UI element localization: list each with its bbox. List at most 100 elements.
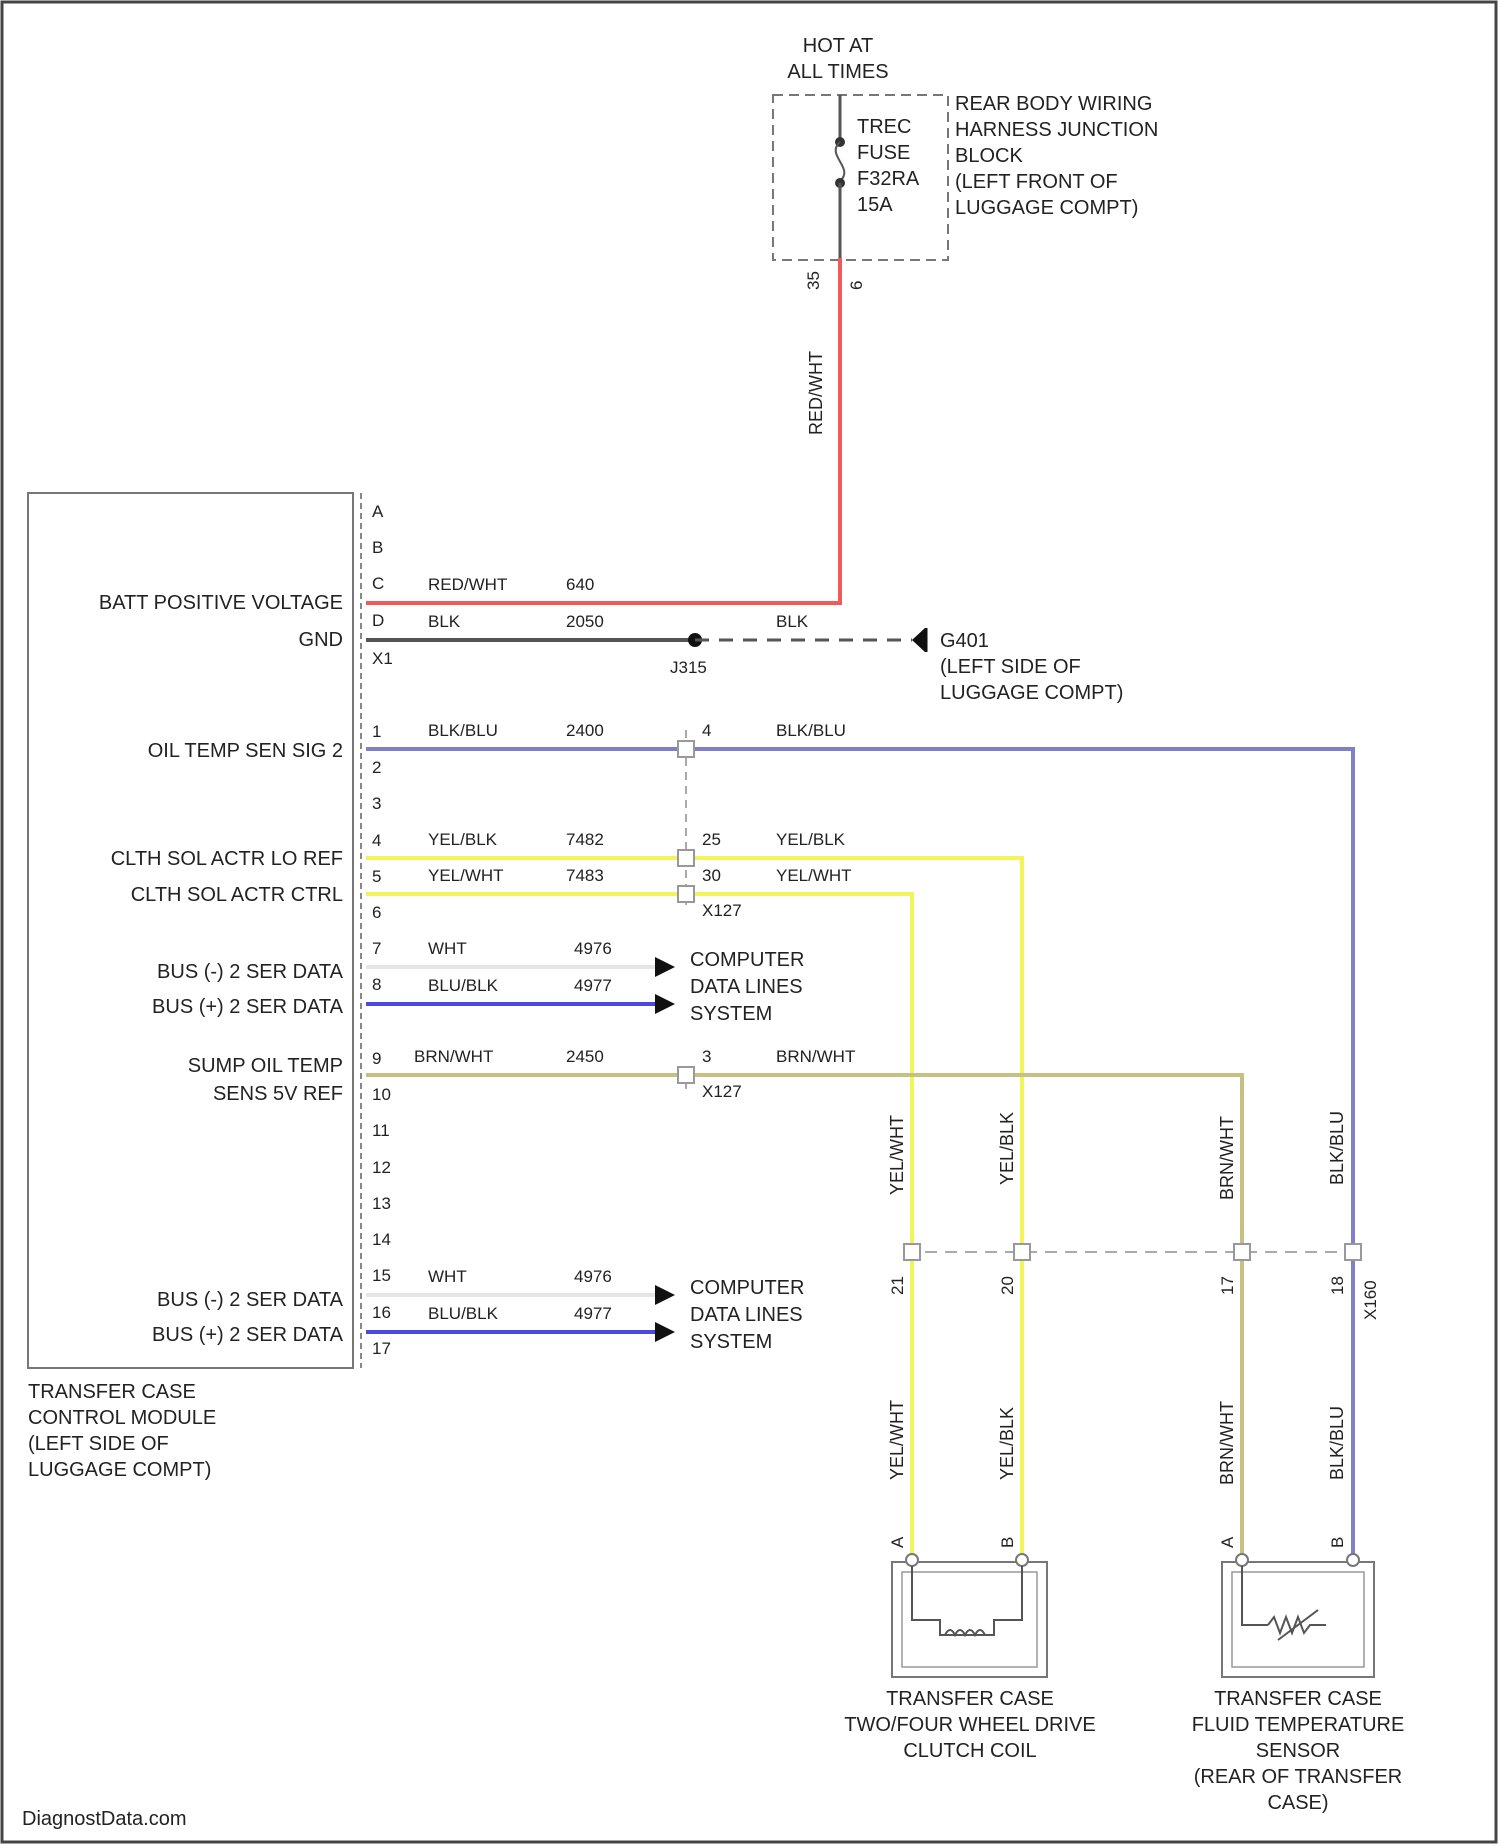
wire-16-color: BLU/BLK <box>428 1304 499 1323</box>
sensor-name-5: CASE) <box>1267 1792 1328 1814</box>
pin-14: 14 <box>372 1230 391 1249</box>
cdl-label-1-line3: SYSTEM <box>690 1003 772 1025</box>
wire-c-circuit: 640 <box>566 575 594 594</box>
pin-11: 11 <box>372 1121 390 1140</box>
wire-5-circuit: 7483 <box>566 866 604 885</box>
module-name-2: CONTROL MODULE <box>28 1407 216 1429</box>
terminal-x160-17 <box>1234 1244 1250 1260</box>
label-clth-lo-ref: CLTH SOL ACTR LO REF <box>111 848 343 870</box>
x160-pin-18: 18 <box>1328 1276 1347 1295</box>
label-sens-5v-ref: SENS 5V REF <box>213 1083 343 1105</box>
b-label-1: YEL/WHT <box>887 1400 907 1480</box>
b-label-4: BLK/BLU <box>1327 1406 1347 1480</box>
fuse-block-location-2: HARNESS JUNCTION <box>955 119 1158 141</box>
fuse-rating: 15A <box>857 194 893 216</box>
wire-1-circuit: 2400 <box>566 721 604 740</box>
watermark: DiagnostData.com <box>22 1808 187 1830</box>
sensor-name-1: TRANSFER CASE <box>1214 1688 1382 1710</box>
b-label-2: YEL/BLK <box>997 1407 1017 1480</box>
bus1-plus-arrow <box>655 994 675 1014</box>
hot-at-label: HOT AT <box>803 35 873 57</box>
cdl-label-2-line1: COMPUTER <box>690 1277 804 1299</box>
wire-9-circuit: 2450 <box>566 1047 604 1066</box>
ground-icon <box>912 628 925 652</box>
label-batt-positive: BATT POSITIVE VOLTAGE <box>99 592 343 614</box>
wire-4-color-2: YEL/BLK <box>776 830 846 849</box>
label-bus1-minus: BUS (-) 2 SER DATA <box>157 961 344 983</box>
sensor-pin-a: A <box>1218 1536 1237 1548</box>
fuse-block-location-5: LUGGAGE COMPT) <box>955 197 1138 219</box>
terminal-x127-30 <box>678 886 694 902</box>
label-bus1-plus: BUS (+) 2 SER DATA <box>152 996 344 1018</box>
wire-c-color: RED/WHT <box>428 575 507 594</box>
wire-oil-temp-sig <box>366 749 1353 1558</box>
wire-4-pin: 25 <box>702 830 721 849</box>
terminal-x160-18 <box>1345 1244 1361 1260</box>
terminal-x127-4 <box>678 741 694 757</box>
module-name-1: TRANSFER CASE <box>28 1381 196 1403</box>
pin-1: 1 <box>372 722 381 741</box>
splice-label: J315 <box>670 658 707 677</box>
wire-1-pin: 4 <box>702 721 711 740</box>
v-label-3: BRN/WHT <box>1217 1116 1237 1200</box>
sensor-terminal-b <box>1347 1554 1359 1566</box>
wire-8-circuit: 4977 <box>574 976 612 995</box>
module-pin-numbers: 1 2 3 4 5 6 7 8 9 10 11 12 13 14 15 16 1… <box>372 722 391 1358</box>
thermistor-icon <box>1268 1610 1326 1640</box>
clutch-pin-b: B <box>998 1537 1017 1548</box>
clutch-name-3: CLUTCH COIL <box>903 1740 1036 1762</box>
wire-4-color: YEL/BLK <box>428 830 498 849</box>
cdl-label-2-line3: SYSTEM <box>690 1331 772 1353</box>
wire-5-pin: 30 <box>702 866 721 885</box>
terminal-x160-20 <box>1014 1244 1030 1260</box>
x160-pin-21: 21 <box>888 1276 907 1295</box>
wire-15-circuit: 4976 <box>574 1267 612 1286</box>
module-pin-b: B <box>372 538 383 557</box>
x160-pin-17: 17 <box>1218 1276 1237 1295</box>
x160-pin-20: 20 <box>998 1276 1017 1295</box>
terminal-x127-3 <box>678 1067 694 1083</box>
label-bus2-minus: BUS (-) 2 SER DATA <box>157 1289 344 1311</box>
fuse-block-location-3: BLOCK <box>955 145 1023 167</box>
module-name-4: LUGGAGE COMPT) <box>28 1459 211 1481</box>
wire-9-pin: 3 <box>702 1047 711 1066</box>
thermistor-leads <box>1242 1566 1268 1625</box>
pin-3: 3 <box>372 794 381 813</box>
cdl-label-1-line2: DATA LINES <box>690 976 803 998</box>
terminal-x160-21 <box>904 1244 920 1260</box>
v-label-4: BLK/BLU <box>1327 1111 1347 1185</box>
label-gnd: GND <box>299 629 343 651</box>
pin-16: 16 <box>372 1303 391 1322</box>
ground-location-1: (LEFT SIDE OF <box>940 656 1081 678</box>
cdl-label-1-line1: COMPUTER <box>690 949 804 971</box>
wire-7-circuit: 4976 <box>574 939 612 958</box>
wire-7-color: WHT <box>428 939 467 958</box>
bus1-minus-arrow <box>655 957 675 977</box>
pin-5: 5 <box>372 867 381 886</box>
pin-8: 8 <box>372 975 381 994</box>
pin-6: 6 <box>372 903 381 922</box>
wire-15-color: WHT <box>428 1267 467 1286</box>
wire-9-color: BRN/WHT <box>414 1047 493 1066</box>
module-pin-a: A <box>372 502 384 521</box>
clutch-terminal-b <box>1016 1554 1028 1566</box>
pin-13: 13 <box>372 1194 391 1213</box>
fuse-icon <box>836 142 845 181</box>
fuse-block-location-1: REAR BODY WIRING <box>955 93 1152 115</box>
fuse-name: TREC <box>857 116 911 138</box>
coil-icon <box>912 1566 1022 1635</box>
sensor-terminal-a <box>1236 1554 1248 1566</box>
ground-id: G401 <box>940 630 989 652</box>
fuse-wire-color: RED/WHT <box>806 351 826 435</box>
control-module-box <box>28 493 353 1368</box>
all-times-label: ALL TIMES <box>787 61 888 83</box>
b-label-3: BRN/WHT <box>1217 1401 1237 1485</box>
v-label-2: YEL/BLK <box>997 1112 1017 1185</box>
wire-9-color-2: BRN/WHT <box>776 1047 855 1066</box>
pin-2: 2 <box>372 758 381 777</box>
label-clth-ctrl: CLTH SOL ACTR CTRL <box>131 884 343 906</box>
module-pin-c: C <box>372 574 384 593</box>
fuse-pin-b: 6 <box>847 281 866 290</box>
connector-x127-label: X127 <box>702 901 742 920</box>
